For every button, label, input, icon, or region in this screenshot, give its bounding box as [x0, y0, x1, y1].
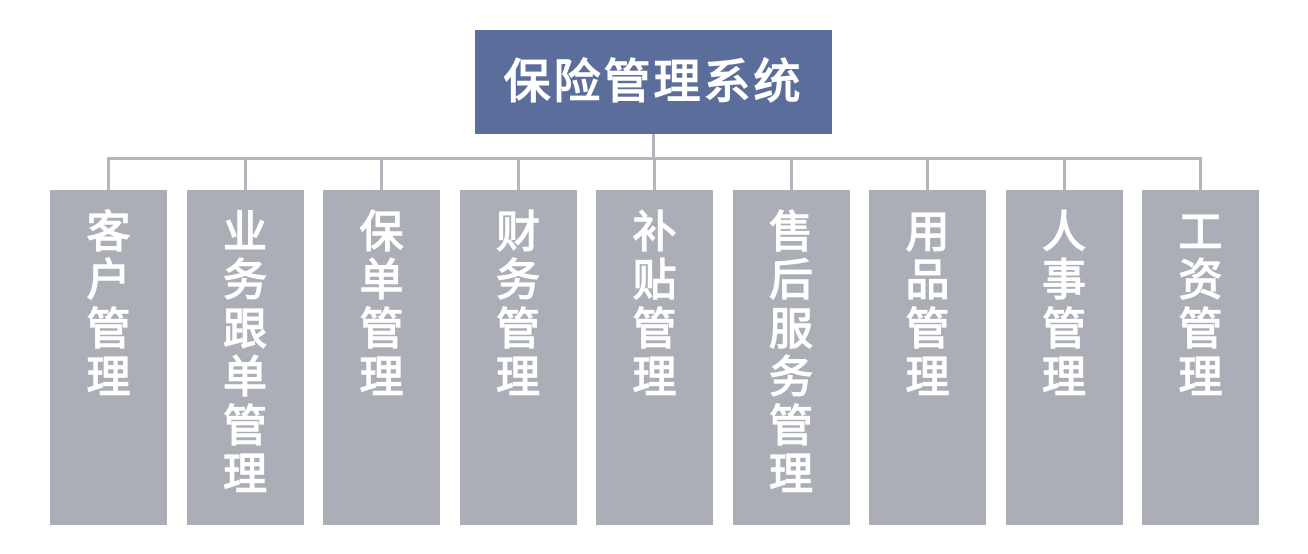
module-label-char: 单 [359, 255, 404, 307]
module-node-label-7: 用品管理 [869, 207, 986, 404]
module-node-label-8: 人事管理 [1006, 207, 1123, 404]
connector-drop-9 [1199, 157, 1202, 190]
module-label-char: 理 [223, 448, 267, 500]
module-node-label-9: 工资管理 [1142, 207, 1259, 404]
module-label-char: 管 [223, 400, 267, 452]
module-label-char: 事 [1042, 255, 1086, 307]
connector-drop-7 [926, 157, 929, 190]
module-label-char: 保 [359, 207, 404, 258]
module-label-char: 管 [769, 400, 813, 452]
connector-root-stem [652, 134, 655, 159]
connector-drop-5 [653, 157, 656, 190]
module-label-char: 理 [496, 352, 540, 404]
module-label-char: 人 [1042, 207, 1086, 258]
module-node-1[interactable]: 客户管理 [50, 190, 167, 525]
module-label-char: 贴 [632, 255, 677, 307]
module-label-char: 客 [86, 207, 131, 258]
connector-drop-1 [107, 157, 110, 190]
module-node-label-5: 补贴管理 [596, 207, 713, 404]
module-label-char: 务 [496, 255, 540, 307]
connector-drop-8 [1062, 157, 1066, 190]
module-label-char: 理 [1042, 352, 1086, 404]
root-node-insurance-management-system[interactable]: 保险管理系统 [475, 30, 832, 134]
module-node-4[interactable]: 财务管理 [459, 190, 577, 525]
module-label-char: 资 [1178, 255, 1223, 307]
module-node-label-1: 客户管理 [50, 207, 167, 404]
connector-drop-4 [516, 157, 520, 190]
module-label-char: 管 [1178, 303, 1223, 355]
module-label-char: 理 [1178, 352, 1223, 404]
module-label-char: 补 [632, 207, 677, 258]
module-node-2[interactable]: 业务跟单管理 [186, 190, 304, 525]
module-label-char: 理 [905, 352, 950, 404]
module-label-char: 服 [769, 303, 813, 355]
module-label-char: 管 [1042, 303, 1086, 355]
module-node-8[interactable]: 人事管理 [1005, 190, 1123, 525]
module-label-char: 务 [769, 352, 813, 404]
module-node-6[interactable]: 售后服务管理 [732, 190, 850, 525]
connector-drop-3 [380, 157, 383, 190]
module-node-label-6: 售后服务管理 [733, 207, 850, 500]
module-node-3[interactable]: 保单管理 [323, 190, 440, 525]
module-label-char: 理 [86, 352, 131, 404]
module-label-char: 跟 [223, 303, 267, 355]
root-node-label: 保险管理系统 [503, 54, 804, 110]
module-label-char: 管 [359, 303, 404, 355]
module-label-char: 单 [223, 352, 267, 404]
module-label-char: 后 [769, 255, 813, 307]
module-node-5[interactable]: 补贴管理 [596, 190, 713, 525]
module-label-char: 户 [86, 255, 131, 307]
module-label-char: 业 [223, 207, 267, 258]
module-label-char: 售 [769, 207, 813, 258]
module-label-char: 品 [905, 255, 950, 307]
module-label-char: 工 [1178, 207, 1223, 258]
module-node-label-4: 财务管理 [460, 207, 577, 404]
connector-drop-2 [243, 157, 247, 190]
module-node-7[interactable]: 用品管理 [869, 190, 986, 525]
module-label-char: 管 [905, 303, 950, 355]
module-label-char: 理 [769, 448, 813, 500]
module-label-char: 财 [496, 207, 540, 258]
module-label-char: 务 [223, 255, 267, 307]
module-node-label-3: 保单管理 [323, 207, 440, 404]
module-label-char: 管 [86, 303, 131, 355]
module-label-char: 理 [359, 352, 404, 404]
module-label-char: 管 [496, 303, 540, 355]
module-label-char: 理 [632, 352, 677, 404]
module-node-label-2: 业务跟单管理 [187, 207, 304, 500]
module-node-9[interactable]: 工资管理 [1142, 190, 1259, 525]
module-label-char: 管 [632, 303, 677, 355]
module-label-char: 用 [905, 207, 950, 258]
connector-drop-6 [789, 157, 793, 190]
